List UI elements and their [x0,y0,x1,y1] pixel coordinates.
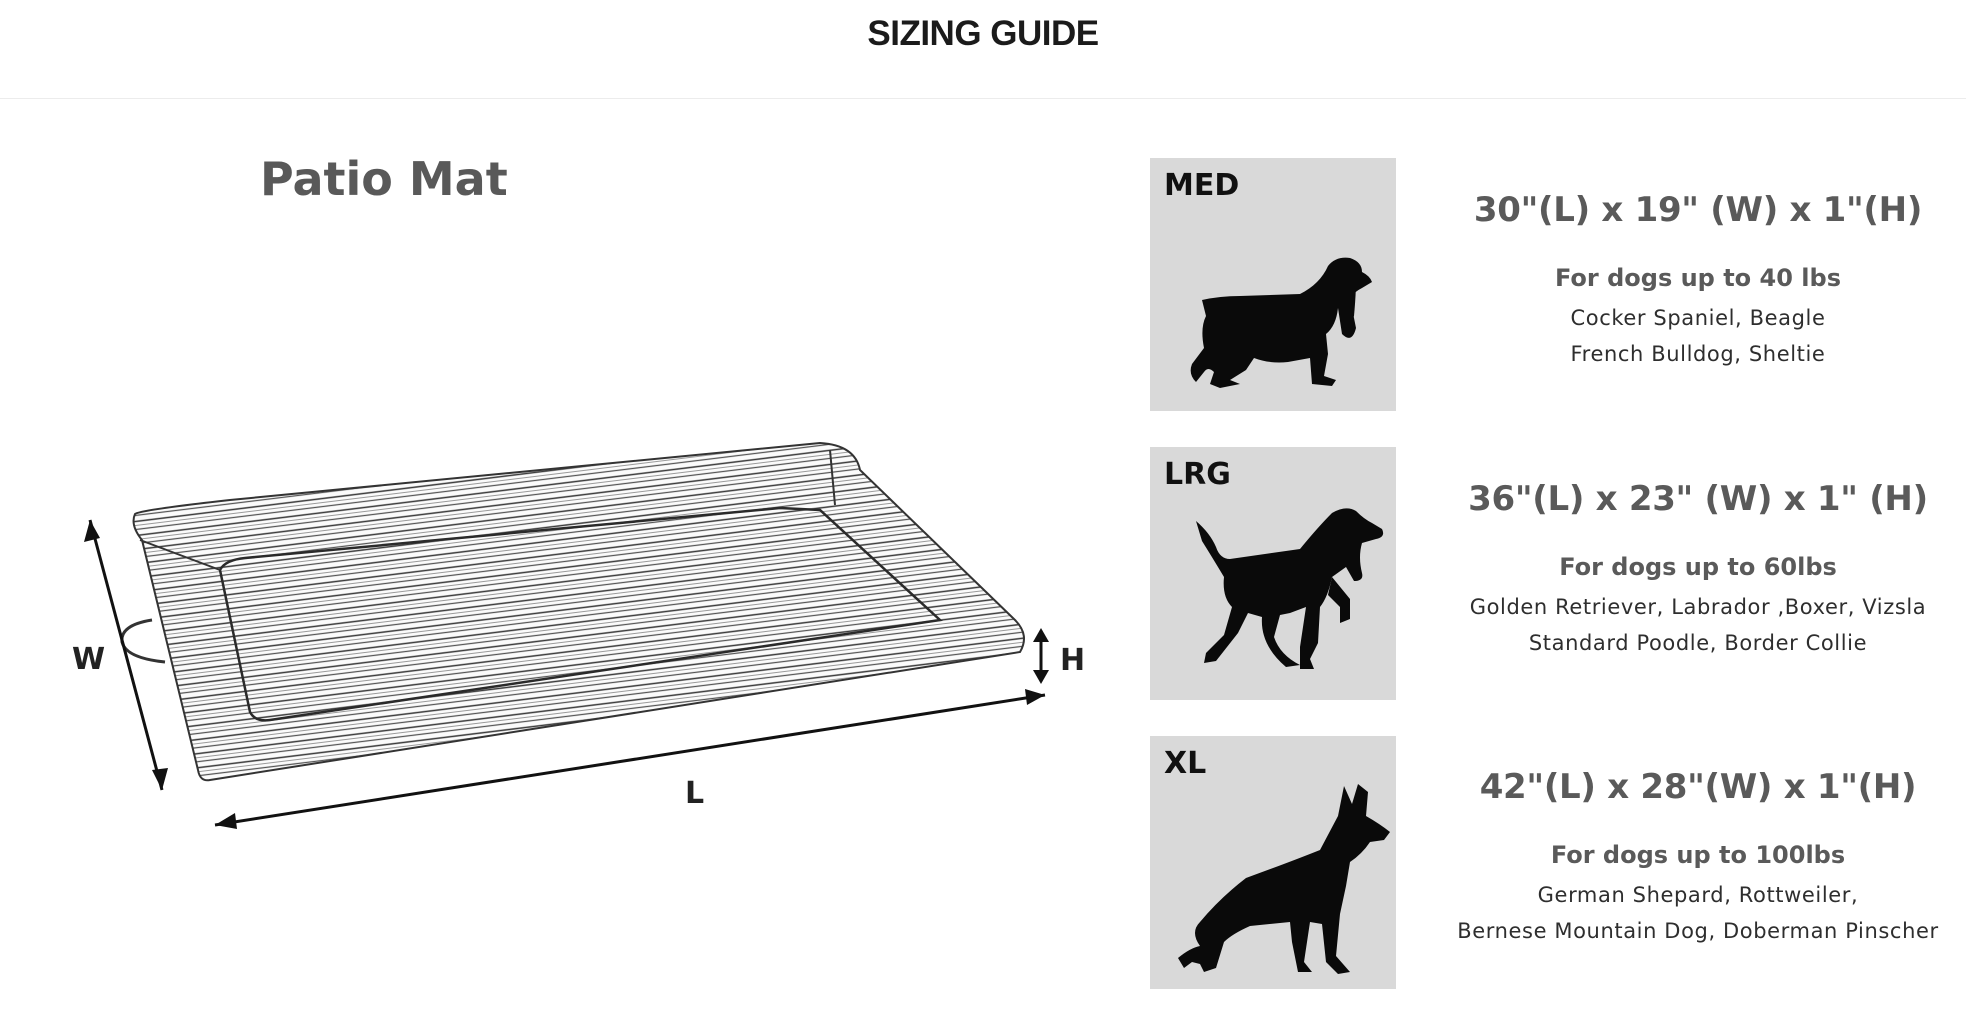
breeds-line: Bernese Mountain Dog, Doberman Pinscher [1457,919,1939,943]
size-info-med: 30"(L) x 19" (W) x 1"(H) For dogs up to … [1430,190,1966,372]
breeds-line: Golden Retriever, Labrador ,Boxer, Vizsl… [1469,595,1927,619]
width-arrow [88,519,164,791]
breeds-line: German Shepard, Rottweiler, [1537,883,1859,907]
size-card-lrg: LRG [1150,447,1396,700]
size-dimensions: 36"(L) x 23" (W) x 1" (H) [1468,479,1928,519]
breeds-line: French Bulldog, Sheltie [1570,342,1826,366]
size-breeds: German Shepard, Rottweiler, Bernese Moun… [1430,877,1966,949]
size-dimensions: 30"(L) x 19" (W) x 1"(H) [1473,190,1923,230]
length-label: L [685,776,705,811]
size-label: LRG [1164,457,1231,492]
size-weight: For dogs up to 40 lbs [1555,264,1841,292]
header: SIZING GUIDE [0,0,1966,99]
size-breeds: Golden Retriever, Labrador ,Boxer, Vizsl… [1430,589,1966,661]
product-title: Patio Mat [260,152,508,206]
size-card-med: MED [1150,158,1396,411]
breeds-line: Standard Poodle, Border Collie [1528,631,1868,655]
pointer-dog-silhouette-icon [1196,508,1384,669]
size-weight: For dogs up to 100lbs [1550,841,1846,869]
patio-mat-illustration [84,441,1049,829]
mat-body [132,441,1025,782]
mat-handle [120,618,166,664]
height-label: H [1060,643,1086,678]
size-card-xl: XL [1150,736,1396,989]
cocker-spaniel-silhouette-icon [1190,257,1372,388]
breeds-line: Cocker Spaniel, Beagle [1570,306,1826,330]
size-label: XL [1164,746,1207,781]
length-arrow [214,693,1046,827]
size-breeds: Cocker Spaniel, Beagle French Bulldog, S… [1430,300,1966,372]
mat-inner-seam [218,506,943,722]
page-title: SIZING GUIDE [867,14,1099,53]
size-dimensions: 42"(L) x 28"(W) x 1"(H) [1479,767,1917,807]
size-info-lrg: 36"(L) x 23" (W) x 1" (H) For dogs up to… [1430,479,1966,661]
size-label: MED [1164,168,1240,203]
width-label: W [72,642,106,677]
german-shepherd-silhouette-icon [1178,784,1390,974]
size-weight: For dogs up to 60lbs [1559,553,1837,581]
size-info-xl: 42"(L) x 28"(W) x 1"(H) For dogs up to 1… [1430,767,1966,949]
